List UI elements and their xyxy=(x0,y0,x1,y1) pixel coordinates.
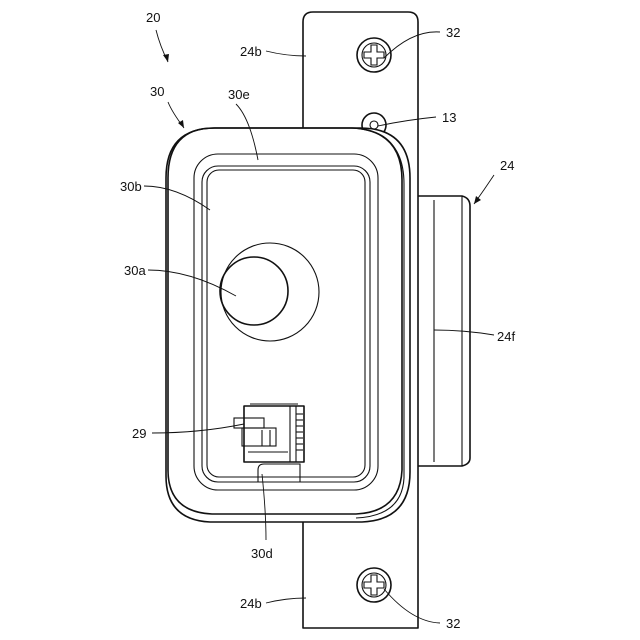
label-bracket-side: 24f xyxy=(497,329,515,344)
label-screw-bottom: 32 xyxy=(446,616,460,631)
label-screw-top: 32 xyxy=(446,25,460,40)
connector-icon xyxy=(234,404,304,462)
label-assembly: 20 xyxy=(146,10,160,25)
unit-housing xyxy=(166,128,410,522)
label-pin: 13 xyxy=(442,110,456,125)
label-lens: 30a xyxy=(124,263,146,278)
label-surface-e: 30e xyxy=(228,87,250,102)
label-body-b: 30b xyxy=(120,179,142,194)
label-notch: 30d xyxy=(251,546,273,561)
label-flange-bottom: 24b xyxy=(240,596,262,611)
label-unit: 30 xyxy=(150,84,164,99)
label-bracket: 24 xyxy=(500,158,514,173)
label-connector: 29 xyxy=(132,426,146,441)
label-flange-top: 24b xyxy=(240,44,262,59)
